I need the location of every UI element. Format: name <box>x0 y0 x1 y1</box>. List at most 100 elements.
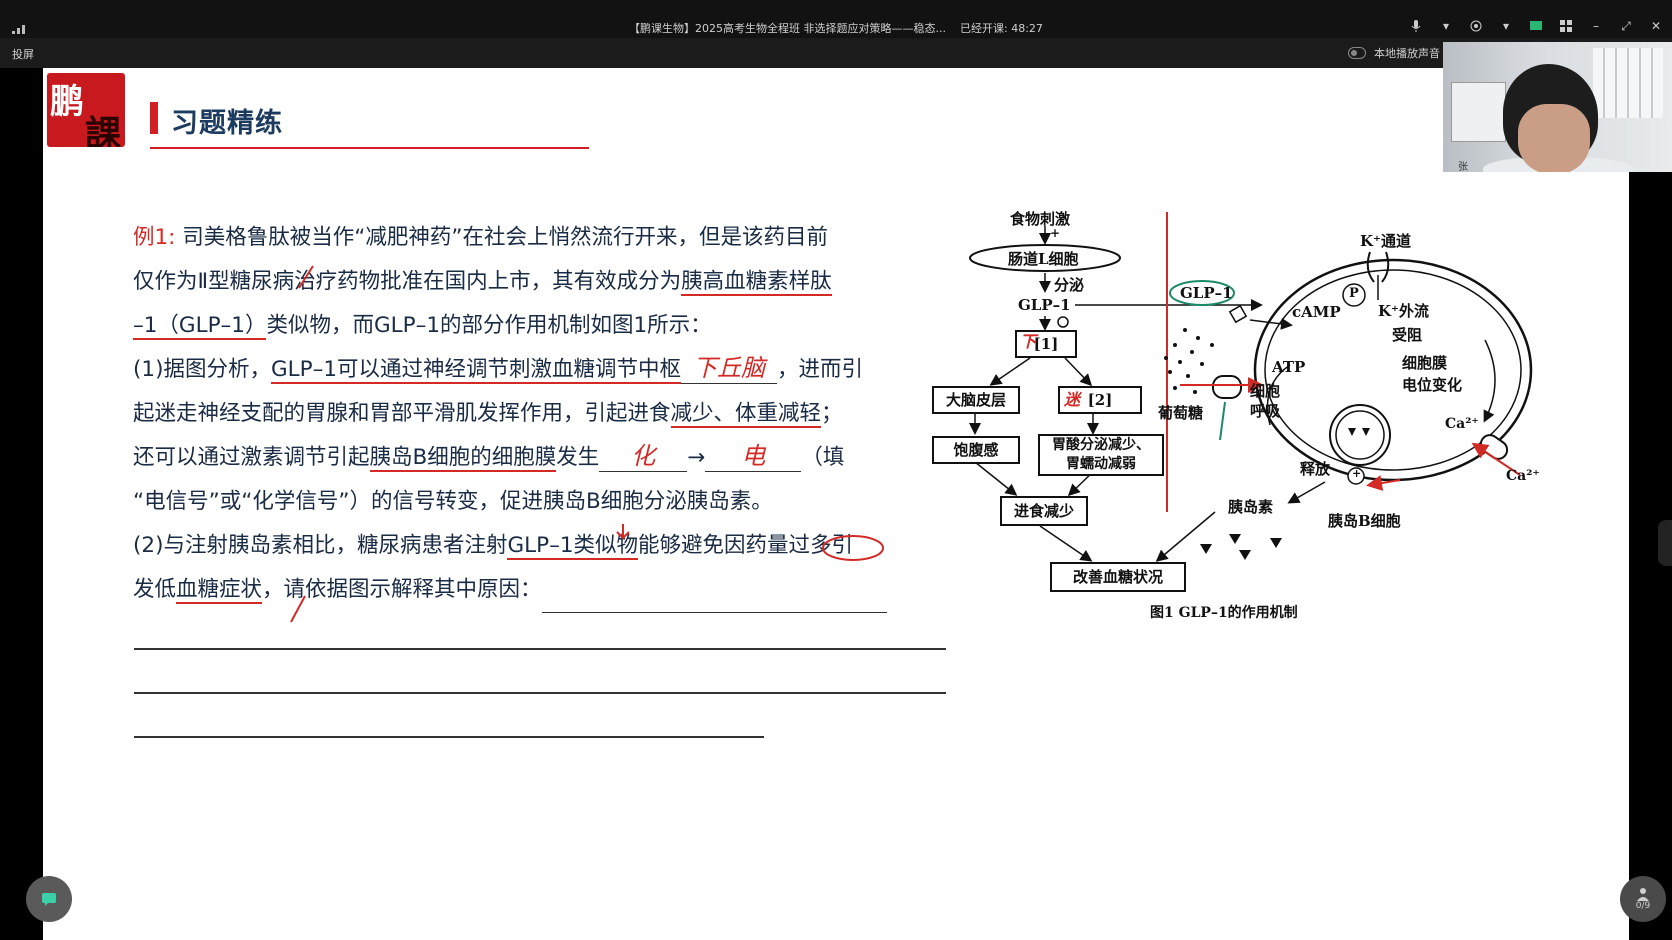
members-button[interactable]: 0/9 <box>1620 876 1666 922</box>
text-span: 起迷走神经支配的胃腺和胃部平滑肌发挥作用，引起进食 <box>133 401 671 426</box>
microphone-icon[interactable] <box>1408 18 1424 34</box>
text-span: (2)与注射胰岛素相比，糖尿病患者注射 <box>133 533 508 558</box>
label-cell: 细胞 <box>1250 382 1281 400</box>
webcam-feed[interactable] <box>1443 42 1672 172</box>
chevron-down-icon[interactable]: ▾ <box>1442 19 1450 33</box>
box-2: [2] <box>1058 386 1142 414</box>
screen-share-icon[interactable] <box>1528 18 1544 34</box>
label-ca-inner: Ca²⁺ <box>1445 416 1479 432</box>
heading-underline <box>150 147 589 149</box>
text-span: 发生 <box>556 445 600 470</box>
underlined-term: 胰高血糖素样肽 <box>681 269 832 296</box>
label-food-stimulus: 食物刺激 <box>1010 210 1071 228</box>
annotation-box2: 迷 <box>1064 390 1081 409</box>
question-line: 起迷走神经支配的胃腺和胃部平滑肌发挥作用，引起进食减少、体重减轻； <box>133 392 953 436</box>
label-atp: ATP <box>1272 358 1306 376</box>
toggle-switch[interactable] <box>1348 47 1366 59</box>
answer-blank <box>134 692 946 694</box>
question-line: 仅作为Ⅱ型糖尿病治疗药物批准在国内上市，其有效成分为胰高血糖素样肽 <box>133 260 953 304</box>
brand-logo: 鹏 課 <box>47 73 125 147</box>
label-glp1-left: GLP–1 <box>1018 296 1071 314</box>
text-span: ，请依据图示解释其中原因： <box>262 577 542 602</box>
label-ca-outer: Ca²⁺ <box>1506 468 1540 484</box>
glp1-mechanism-diagram: 食物刺激 + 肠道L细胞 分泌 GLP–1 [1] 下 大脑皮层 [2] 迷 饱… <box>930 140 1610 660</box>
improve-label: 改善血糖状况 <box>1072 568 1163 586</box>
elapsed-time: 已经开课: 48:27 <box>960 22 1043 35</box>
text-span: 还可以通过激素调节引起 <box>133 445 370 470</box>
label-membrane: 细胞膜 <box>1402 354 1448 372</box>
label-secrete: 分泌 <box>1054 276 1085 294</box>
answer-fill-chemical: 化 <box>599 441 688 472</box>
local-audio-label: 本地播放声音 <box>1374 47 1440 60</box>
label-beta-cell: 胰岛B细胞 <box>1328 512 1401 530</box>
question-text: 例1: 司美格鲁肽被当作“减肥神药”在社会上悄然流行开来，但是该药目前 仅作为Ⅱ… <box>133 216 953 613</box>
diagram-lines <box>969 212 1533 562</box>
box-satiety: 饱腹感 <box>932 436 1020 464</box>
chat-button[interactable] <box>26 876 72 922</box>
box-improve-glucose: 改善血糖状况 <box>1050 562 1186 592</box>
underlined-term: 减少、体重减轻 <box>670 401 822 428</box>
minimize-icon[interactable]: – <box>1593 19 1599 33</box>
answer-blank <box>134 736 764 738</box>
course-title: 【鹏课生物】2025高考生物全程班 非选择题应对策略——稳态... <box>629 22 947 35</box>
local-audio-toggle[interactable]: 本地播放声音 <box>1348 45 1440 61</box>
logo-char: 鹏 <box>50 82 84 122</box>
answer-fill-hypothalamus: 下丘脑 <box>681 353 778 384</box>
restore-icon[interactable]: ⤢ <box>1621 18 1631 33</box>
question-line: “电信号”或“化学信号”）的信号转变，促进胰岛B细胞分泌胰岛素。 <box>133 480 953 524</box>
underlined-term: 血糖调节中枢 <box>552 357 682 384</box>
arrow-text: → <box>687 445 706 470</box>
question-line: 发低血糖症状，请依据图示解释其中原因： <box>133 568 953 613</box>
box-gastric-effects: 胃酸分泌减少、 胃蠕动减弱 <box>1038 434 1164 476</box>
question-line: –1（GLP–1）类似物，而GLP–1的部分作用机制如图1所示： <box>133 304 953 348</box>
box-1: [1] <box>1015 330 1077 358</box>
heading-accent-bar <box>150 102 158 134</box>
gastric-line-1: 胃酸分泌减少、 <box>1052 437 1150 453</box>
close-icon[interactable]: ✕ <box>1650 19 1662 33</box>
glucose-dots <box>1164 328 1214 394</box>
side-panel-handle[interactable] <box>1658 520 1672 566</box>
annotation-box1: 下 <box>1020 332 1037 351</box>
text-span: ； <box>821 401 843 426</box>
insulin-triangles <box>1200 534 1282 560</box>
label-release: 释放 <box>1300 460 1331 478</box>
slide-heading: 习题精练 <box>171 108 283 139</box>
answer-fill-electrical: 电 <box>705 441 802 472</box>
window-titlebar: 【鹏课生物】2025高考生物全程班 非选择题应对策略——稳态... 已经开课: 4… <box>0 0 1672 38</box>
figure-caption: 图1 GLP–1的作用机制 <box>1150 605 1298 621</box>
box-2-label: [2] <box>1087 391 1113 409</box>
label-k-efflux: K⁺外流 <box>1378 302 1429 320</box>
label-intestinal-l-cell: 肠道L细胞 <box>1008 250 1079 268</box>
text-span: （填 <box>801 445 845 470</box>
question-line: 例1: 司美格鲁肽被当作“减肥神药”在社会上悄然流行开来，但是该药目前 <box>133 216 953 260</box>
label-plus: + <box>1050 226 1061 240</box>
label-glucose: 葡萄糖 <box>1158 404 1204 422</box>
camera-icon[interactable] <box>1468 18 1484 34</box>
underlined-term: 胰岛B细胞的细胞膜 <box>369 445 557 472</box>
screen-cast-label[interactable]: 投屏 <box>12 48 34 61</box>
answer-blank <box>541 585 887 613</box>
text-span: 司美格鲁肽被当作“减肥神药”在社会上悄然流行开来，但是该药目前 <box>182 225 829 250</box>
gastric-line-2: 胃蠕动减弱 <box>1066 456 1136 472</box>
box-1-label: [1] <box>1033 335 1059 353</box>
text-span: 能够避免因药量过多引 <box>638 533 854 558</box>
chevron-down-icon[interactable]: ▾ <box>1502 19 1510 33</box>
titlebar-controls: ▾ ▾ – ⤢ ✕ <box>1408 18 1664 34</box>
label-blocked: 受阻 <box>1392 326 1423 344</box>
secondary-toolbar: 投屏 本地播放声音 <box>0 38 1672 68</box>
webcam-shelf <box>1451 82 1506 142</box>
brain-cortex-label: 大脑皮层 <box>945 391 1006 409</box>
text-span: 仅作为Ⅱ型糖尿病治疗药物批准在国内上市，其有效成分为 <box>133 269 682 294</box>
label-potential-change: 电位变化 <box>1402 376 1463 394</box>
text-span: (1)据图分析， <box>133 357 271 382</box>
underlined-term: 血糖症状 <box>176 577 263 604</box>
example-label: 例1: <box>133 225 176 250</box>
box-brain-cortex: 大脑皮层 <box>932 386 1020 414</box>
member-count: 0/9 <box>1635 901 1651 911</box>
text-span: 发低 <box>133 577 177 602</box>
satiety-label: 饱腹感 <box>953 441 999 459</box>
grid-layout-icon[interactable] <box>1558 18 1574 34</box>
label-plus-2: + <box>1352 467 1362 480</box>
webcam-person-face <box>1518 104 1590 172</box>
chat-icon <box>42 893 56 906</box>
